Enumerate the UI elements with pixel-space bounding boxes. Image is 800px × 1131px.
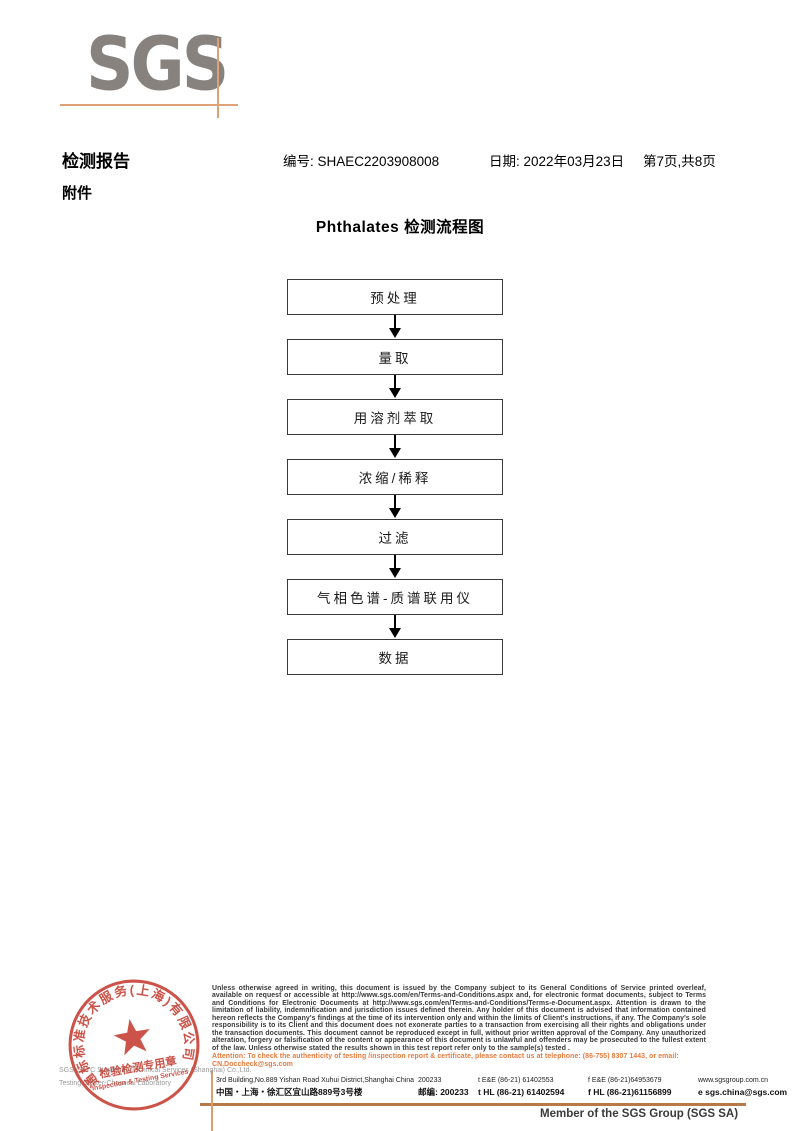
footer-crosshair-vertical-line	[211, 1070, 213, 1131]
flow-step-solvent-extraction: 用溶剂萃取	[287, 399, 503, 435]
attachment-label: 附件	[62, 185, 93, 202]
flow-step-gcms: 气相色谱-质谱联用仪	[287, 579, 503, 615]
logo-crosshair-horizontal-line	[60, 104, 238, 106]
arrow-down-icon	[287, 615, 503, 639]
address-cn: 中国・上海・徐汇区宜山路889号3号楼	[216, 1087, 363, 1097]
address-block: 3rd Building,No.889 Yishan Road Xuhui Di…	[216, 1075, 787, 1099]
flow-step-concentrate-dilute: 浓缩/稀释	[287, 459, 503, 495]
report-number-label: 编号:	[283, 154, 314, 169]
tel-en: t E&E (86-21) 61402553	[478, 1077, 554, 1084]
report-title: 检测报告	[62, 152, 130, 171]
flowchart: 预处理 量取 用溶剂萃取 浓缩/稀释 过滤 气相色谱-质谱联用仪 数据	[287, 279, 503, 675]
flow-step-pretreatment: 预处理	[287, 279, 503, 315]
fax-en: f E&E (86-21)64953679	[588, 1077, 662, 1084]
address-en: 3rd Building,No.889 Yishan Road Xuhui Di…	[216, 1077, 415, 1084]
footer-horizontal-rule	[200, 1103, 746, 1106]
inspection-seal-stamp: 通标标准技术服务(上海)有限公司 检验检测专用章 Inspection & Te…	[61, 972, 201, 1111]
postcode-cn: 邮编: 200233	[418, 1087, 469, 1097]
report-number-value: SHAEC2203908008	[317, 154, 440, 169]
attention-notice-text: Attention: To check the authenticity of …	[212, 1053, 679, 1068]
report-number: 编号: SHAEC2203908008	[283, 150, 439, 170]
fax-cn: f HL (86-21)61156899	[588, 1087, 672, 1097]
legal-disclaimer-text: Unless otherwise agreed in writing, this…	[212, 985, 706, 1052]
sgs-logo: SGS	[86, 21, 229, 108]
stamp-company-line1: SGS-CSTC Standards Technical Services (S…	[59, 1067, 252, 1074]
logo-crosshair-vertical-line	[217, 38, 219, 118]
page-indicator: 第7页,共8页	[643, 154, 716, 169]
flow-step-measure: 量取	[287, 339, 503, 375]
arrow-down-icon	[287, 495, 503, 519]
arrow-down-icon	[287, 435, 503, 459]
postcode-en: 200233	[418, 1077, 442, 1084]
flow-step-data: 数据	[287, 639, 503, 675]
arrow-down-icon	[287, 555, 503, 579]
arrow-down-icon	[287, 375, 503, 399]
website: www.sgsgroup.com.cn	[698, 1077, 769, 1084]
flowchart-title: Phthalates 检测流程图	[315, 219, 485, 236]
stamp-company-text: SGS-CSTC Standards Technical Services (S…	[59, 1064, 251, 1090]
seal-star-icon	[113, 1019, 150, 1056]
flow-step-filter: 过滤	[287, 519, 503, 555]
stamp-company-line2: Testing Center-Chemical Laboratory	[59, 1080, 172, 1087]
email: e sgs.china@sgs.com	[698, 1087, 788, 1097]
report-date: 日期: 2022年03月23日	[489, 150, 624, 170]
tel-cn: t HL (86-21) 61402594	[478, 1087, 565, 1097]
footer-legal-block: Unless otherwise agreed in writing, this…	[212, 985, 706, 1068]
address-row-cn: 中国・上海・徐汇区宜山路889号3号楼 邮编: 200233 t HL (86-…	[216, 1086, 787, 1099]
arrow-down-icon	[287, 315, 503, 339]
report-date-value: 2022年03月23日	[523, 154, 625, 169]
report-date-label: 日期:	[489, 154, 520, 169]
address-row-en: 3rd Building,No.889 Yishan Road Xuhui Di…	[216, 1075, 768, 1086]
member-of-sgs-group-text: Member of the SGS Group (SGS SA)	[540, 1108, 739, 1120]
